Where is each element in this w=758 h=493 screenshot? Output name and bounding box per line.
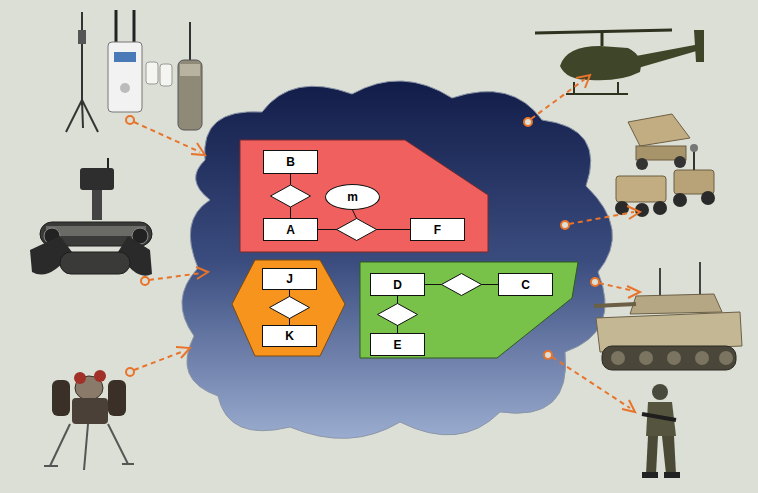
relationship-connector (318, 219, 410, 241)
relationship-diamond (442, 274, 482, 296)
entity-box: C (498, 273, 553, 296)
orange-region (232, 260, 345, 356)
entity-label: A (286, 224, 295, 236)
relationship-diamond (378, 304, 418, 326)
relationship-diamond (271, 185, 311, 207)
relationship-diamond (337, 219, 377, 241)
red-region (240, 140, 488, 252)
network-cloud (182, 81, 613, 438)
entity-box: A (263, 218, 318, 241)
armored-vehicle (594, 262, 742, 370)
entity-label: F (434, 224, 441, 236)
attribute-ellipse: m (325, 184, 380, 210)
attribute-link (353, 210, 357, 219)
entity-label: D (393, 279, 402, 291)
entity-label: J (286, 273, 293, 285)
tracked-robot (30, 158, 152, 276)
entity-box: B (263, 150, 318, 174)
helicopter (535, 30, 704, 94)
entity-label: m (347, 191, 358, 203)
entity-label: C (521, 279, 530, 291)
soldier (642, 384, 680, 478)
relationship-connector (270, 290, 310, 325)
relationship-connector (271, 174, 311, 218)
entity-box: J (262, 268, 317, 290)
entity-label: K (285, 330, 294, 342)
sensor-kit (66, 10, 202, 132)
relationship-connector (425, 274, 498, 296)
entity-label: E (393, 339, 401, 351)
relationship-diamond (270, 297, 310, 319)
link-arrows (126, 75, 640, 412)
entity-box: K (262, 325, 317, 347)
entity-box: D (370, 273, 425, 296)
entity-box: F (410, 218, 465, 241)
entity-box: E (370, 333, 425, 356)
green-region (360, 262, 578, 358)
hover-drone (44, 370, 134, 470)
entity-label: B (286, 156, 295, 168)
relationship-connector (378, 296, 418, 333)
unmanned-vehicles (615, 114, 715, 217)
